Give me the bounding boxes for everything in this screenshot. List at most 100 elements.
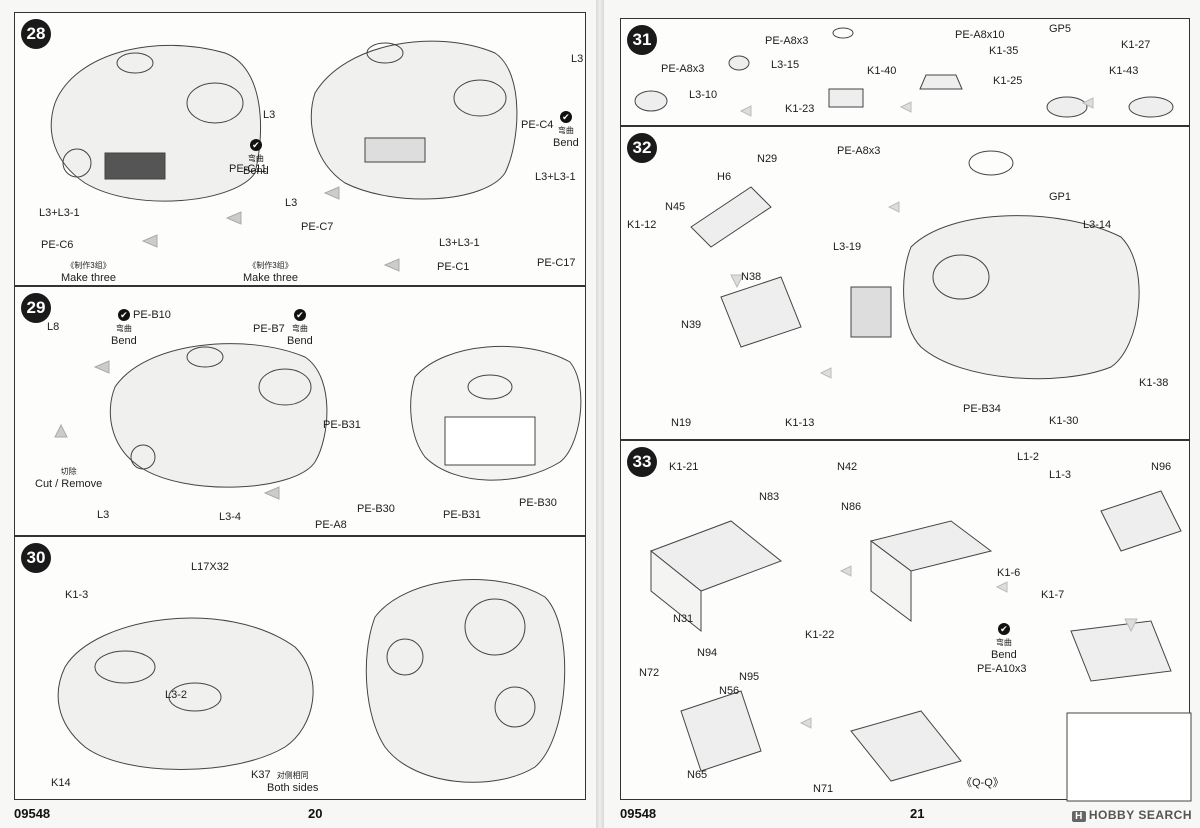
label-n95: N95 [739,671,760,683]
page-gutter [596,0,604,828]
make-three-note: 《制作3组》Make three [61,261,117,284]
label-k1-27: K1-27 [1121,39,1151,51]
page-number: 20 [308,806,323,821]
label-l3: L3 [97,509,110,521]
label-k1-40: K1-40 [867,65,897,77]
label-l3: L3 [263,109,276,121]
label-n94: N94 [697,647,718,659]
label-k1-7: K1-7 [1041,589,1065,601]
label-l3-15: L3-15 [771,59,800,71]
label-k1-43: K1-43 [1109,65,1139,77]
label-l17x32: L17X32 [191,561,229,573]
label-pe-a8: PE-A8 [315,519,347,531]
label-n65: N65 [687,769,708,781]
step-number: 32 [627,133,657,163]
label-n72: N72 [639,667,660,679]
label-n39: N39 [681,319,702,331]
label-l3: L3 [571,53,584,65]
label-k1-6: K1-6 [997,567,1021,579]
catalog-number: 09548 [14,806,51,821]
check-icon: ✔ [293,309,306,322]
label-pe-c1: PE-C1 [437,261,470,273]
step-number: 29 [21,293,51,323]
turret-drawing [690,150,1140,380]
label-k14: K14 [51,777,71,789]
label-h6: H6 [717,171,732,183]
hobby-search-logo-icon: H [1072,811,1086,822]
label-n42: N42 [837,461,858,473]
step-number: 31 [627,25,657,55]
check-icon: ✔ [559,111,572,124]
check-icon: ✔ [997,623,1010,636]
label-pe-b7: PE-B7 [253,323,285,335]
check-icon: ✔ [117,309,130,322]
label-pe-b30: PE-B30 [519,497,557,509]
parts-drawing [634,27,1174,118]
label-k1-12: K1-12 [627,219,657,231]
label-k1-35: K1-35 [989,45,1019,57]
step-33-panel: 33 K1-21 N83 N31 K1-22 N42 N86 L1-2 L1-3 [620,440,1192,802]
label-pe-b30: PE-B30 [357,503,395,515]
label-n96: N96 [1151,461,1172,473]
make-three-note: 《制作3组》Make three [243,261,299,284]
label-k1-13: K1-13 [785,417,815,429]
label-k1-22: K1-22 [805,629,835,641]
label-k1-38: K1-38 [1139,377,1169,389]
label-n45: N45 [665,201,686,213]
label-gp5: GP5 [1049,23,1072,35]
step-number: 30 [21,543,51,573]
label-section-q-q: 《Q-Q》 [961,777,1004,789]
label-n19: N19 [671,417,692,429]
label-l3-19: L3-19 [833,241,862,253]
label-pe-b34: PE-B34 [963,403,1001,415]
catalog-number: 09548 [620,806,657,821]
label-n83: N83 [759,491,780,503]
label-k1-25: K1-25 [993,75,1023,87]
turret-drawing [57,579,566,783]
label-l1-2: L1-2 [1017,451,1040,463]
label-l3-l3-1: L3+L3-1 [535,171,576,183]
label-l3-l3-1: L3+L3-1 [39,207,80,219]
label-n86: N86 [841,501,862,513]
label-pe-a8x3: PE-A8x3 [837,145,881,157]
label-k1-30: K1-30 [1049,415,1079,427]
parts-drawing [650,490,1192,802]
label-k1-3: K1-3 [65,589,89,601]
label-l3-10: L3-10 [689,89,718,101]
label-l3: L3 [285,197,298,209]
label-n31: N31 [673,613,694,625]
label-k1-23: K1-23 [785,103,815,115]
label-pe-b31: PE-B31 [323,419,361,431]
label-n29: N29 [757,153,778,165]
label-l3-4: L3-4 [219,511,242,523]
label-pe-c4: PE-C4 [521,119,554,131]
label-n71: N71 [813,783,834,795]
turret-drawing [50,40,518,272]
label-l3-2: L3-2 [165,689,188,701]
step-31-panel: 31 PE-A8x3 L3-10 PE-A8x3 L3-15 K1-40 K1-… [620,18,1190,126]
check-icon: ✔ [249,139,262,152]
label-gp1: GP1 [1049,191,1072,203]
label-pe-c6: PE-C6 [41,239,74,251]
label-l1-3: L1-3 [1049,469,1072,481]
label-pe-b10: PE-B10 [133,309,171,321]
label-l3-14: L3-14 [1083,219,1112,231]
label-pe-a8x3: PE-A8x3 [765,35,809,47]
page-number: 21 [910,806,925,821]
label-pe-c7: PE-C7 [301,221,334,233]
label-pe-a10x3: PE-A10x3 [977,663,1027,675]
label-l3-l3-1: L3+L3-1 [439,237,480,249]
label-k1-21: K1-21 [669,461,699,473]
label-l8: L8 [47,321,60,333]
